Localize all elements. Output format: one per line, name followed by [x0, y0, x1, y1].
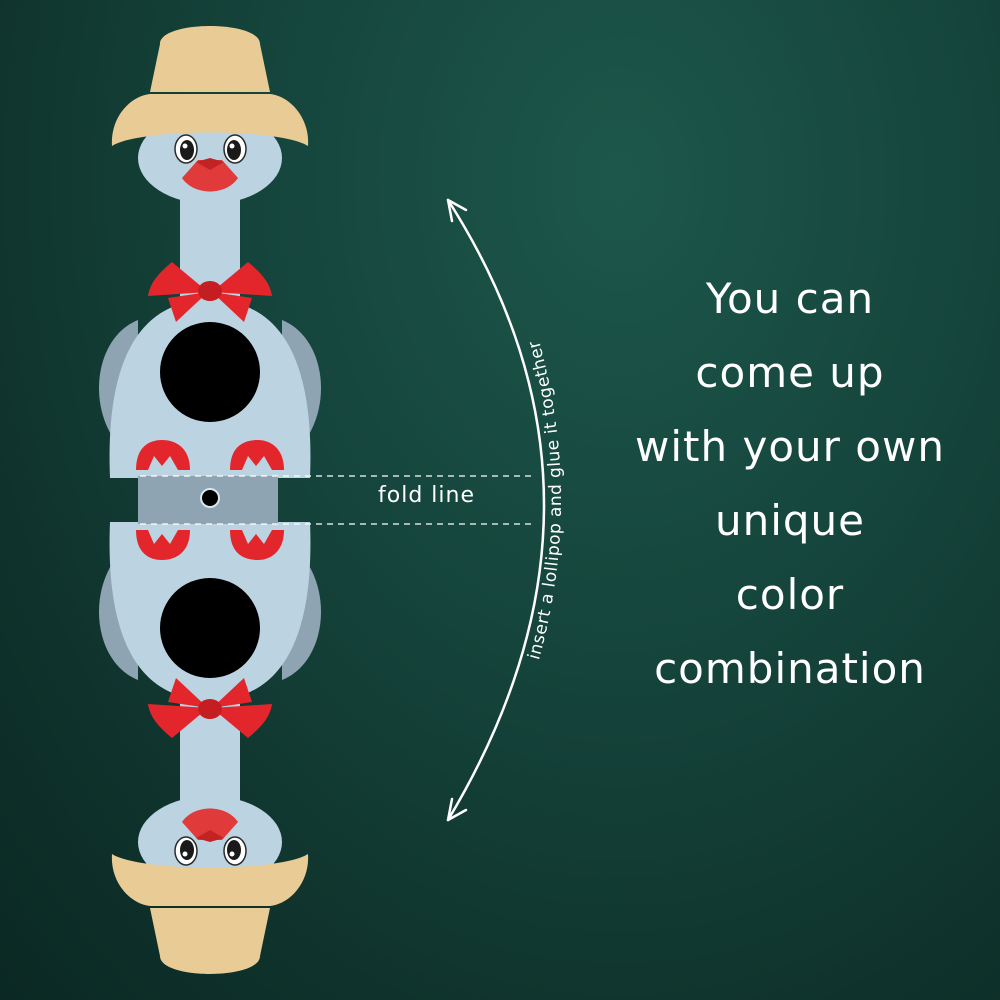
goose-top	[98, 25, 322, 479]
message-line-6: combination	[654, 644, 926, 693]
message-line-3: with your own	[635, 422, 945, 471]
message-line-4: unique	[714, 496, 866, 545]
message-line-2: come up	[695, 348, 885, 397]
curved-arrow-icon	[446, 198, 546, 822]
goose-bottom	[98, 521, 322, 975]
message-line-5: color	[735, 570, 845, 619]
message-text: You can come up with your own unique col…	[600, 262, 980, 706]
message-line-1: You can	[705, 274, 875, 323]
fold-line-label: fold line	[378, 483, 475, 508]
fold-hole	[201, 489, 219, 507]
